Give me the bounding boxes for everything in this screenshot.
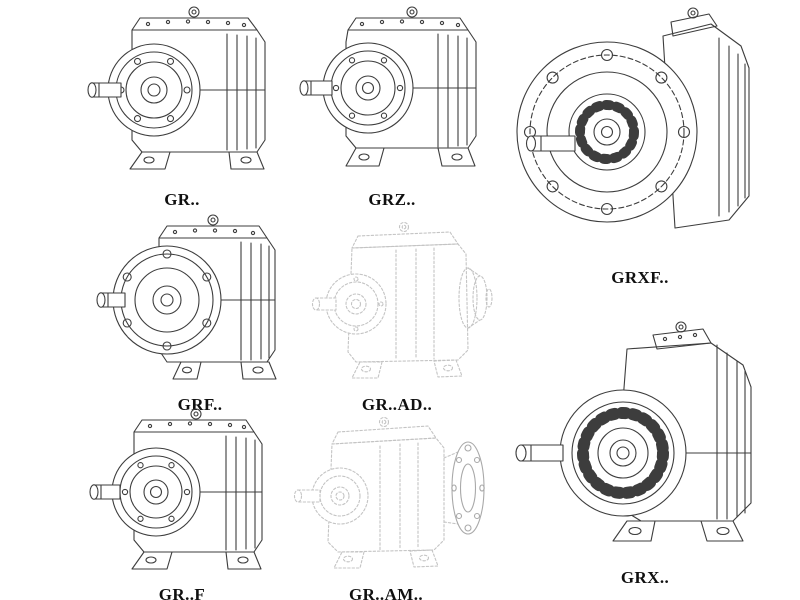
figure-label-gr: GR..: [164, 190, 200, 209]
gr-am-gearbox-drawing: [280, 402, 492, 582]
gr-f-gearbox-drawing: [82, 402, 282, 582]
grf-flange-gear-unit-icon: [96, 214, 277, 380]
figure-label-gr-f: GR..F: [158, 585, 206, 600]
grf-gearbox-drawing: [95, 212, 305, 392]
grx-foot-gear-unit-icon: [515, 321, 752, 542]
figure-grz: GRZ..: [292, 2, 492, 210]
gr-helical-gear-unit-icon: [87, 6, 266, 170]
grxf-flange-gear-unit-icon: [516, 7, 750, 229]
figure-gr-f: GR..F: [82, 402, 282, 600]
figure-grx: GRX..: [505, 305, 785, 588]
figure-label-grz: GRZ..: [368, 190, 416, 209]
grx-gearbox-drawing: [505, 305, 785, 565]
gr-ad-adapter-gear-unit-icon: [311, 221, 493, 379]
figure-gr: GR..: [82, 2, 282, 210]
figure-grf: GRF..: [95, 212, 305, 415]
gr-ad-gearbox-drawing: [292, 212, 502, 392]
figure-label-grf: GRF..: [177, 395, 223, 414]
gr-gearbox-drawing: [82, 2, 282, 187]
gr-f-foot-flange-gear-unit-icon: [89, 408, 263, 570]
figure-label-grxf: GRXF..: [611, 268, 669, 287]
figure-grxf: GRXF..: [505, 0, 775, 288]
figure-gr-am: GR..AM..: [280, 402, 492, 600]
grxf-gearbox-drawing: [505, 0, 775, 265]
figure-label-gr-am: GR..AM..: [348, 585, 424, 600]
grz-gearbox-drawing: [292, 2, 492, 187]
figure-label-gr-ad: GR..AD..: [361, 395, 433, 414]
figure-gr-ad: GR..AD..: [292, 212, 502, 415]
grz-helical-gear-unit-icon: [299, 6, 477, 167]
gr-am-motor-flange-gear-unit-icon: [293, 416, 485, 569]
figure-label-grx: GRX..: [620, 568, 670, 587]
